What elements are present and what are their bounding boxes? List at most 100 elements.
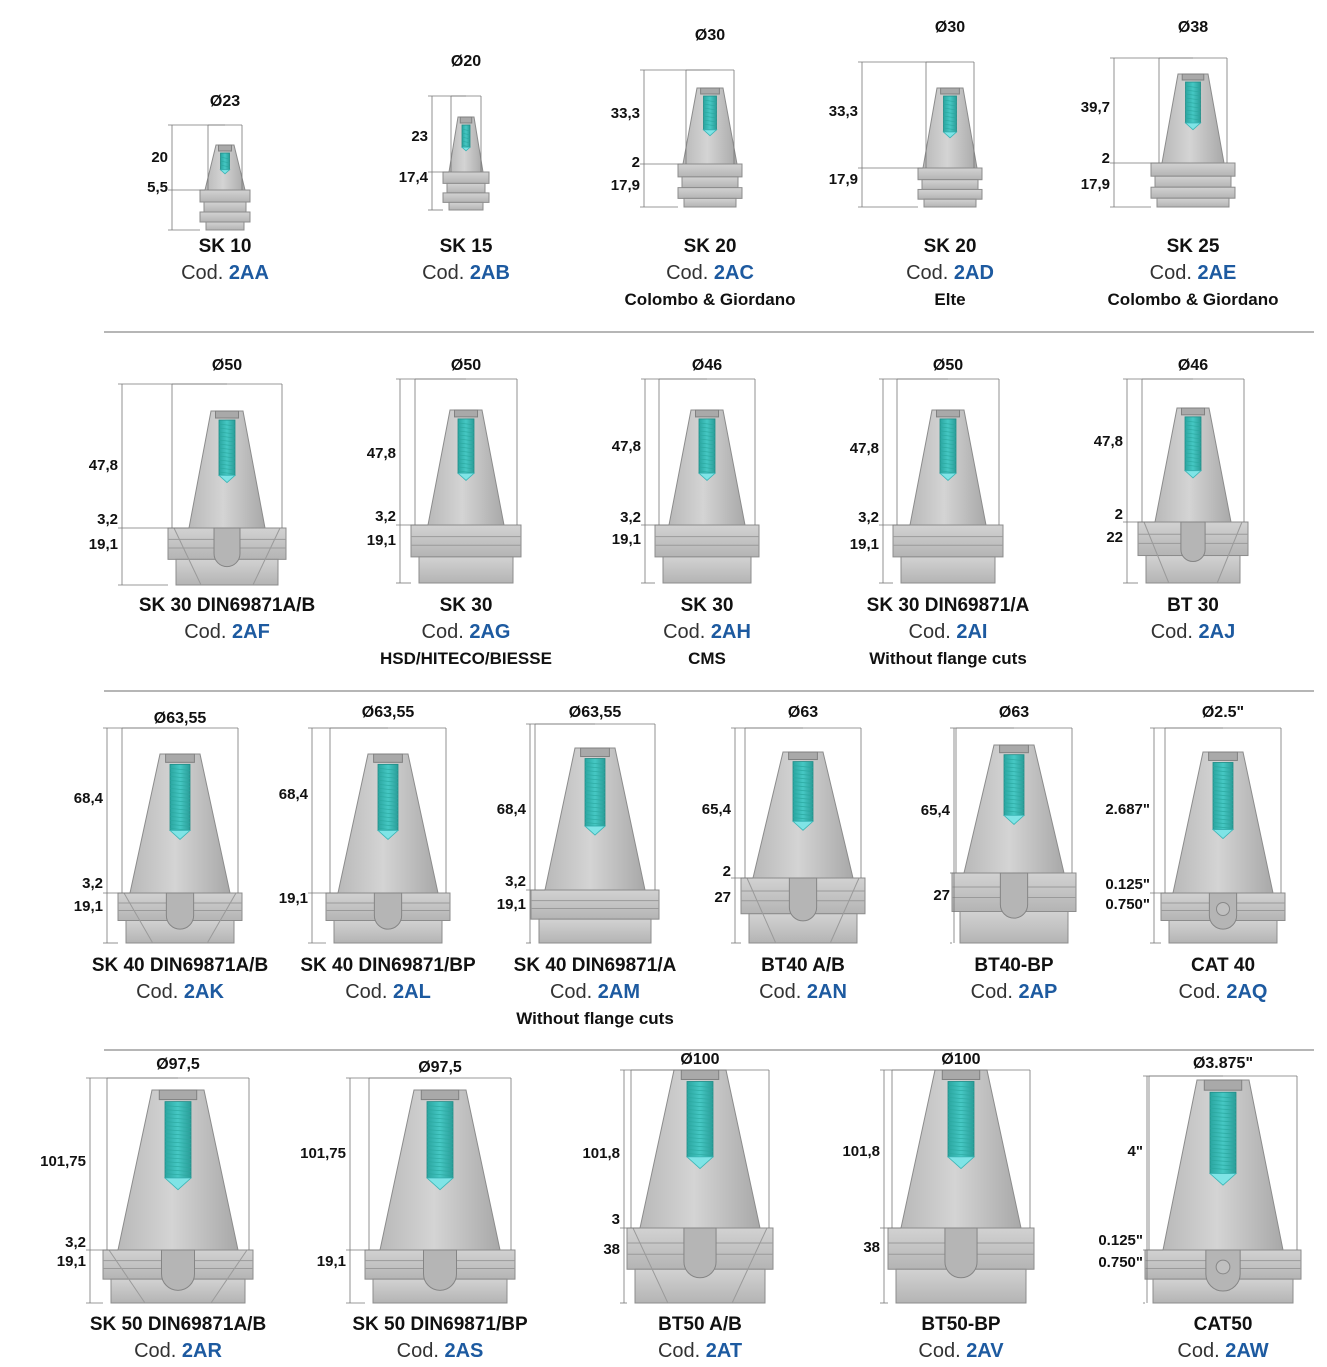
pull-stud-head [999,744,1029,754]
model-name: SK 15 [440,236,493,257]
diameter-label: Ø38 [1178,19,1208,36]
bore-tip [217,474,237,484]
dimension-label: 39,7 [1081,99,1110,116]
dimension-label: 38 [603,1241,620,1258]
dimension-label: 22 [1106,529,1123,546]
pull-stud-head [680,1069,720,1080]
pull-stud-head [214,410,240,419]
bore-tip [376,830,400,840]
drive-slot [944,1227,978,1279]
drive-slot [1180,521,1206,563]
product-code: Cod. 2AC [666,262,754,284]
dimension-label: 19,1 [89,536,118,553]
dimension-label: 17,9 [1081,176,1110,193]
drive-slot [423,1249,457,1291]
pull-stud-head [935,409,961,418]
pull-stud-head [1180,407,1206,416]
product-code: Cod. 2AB [422,262,510,284]
diameter-label: Ø46 [692,357,722,374]
dimension-label: 23 [411,128,428,145]
product-code: Cod. 2AW [1177,1340,1268,1362]
drive-slot [683,1227,717,1279]
dimension-label: 5,5 [147,179,168,196]
product-code: Cod. 2AP [971,981,1058,1003]
bore-tip [456,472,476,481]
pull-stud-head [788,751,818,761]
dimension-label: 3,2 [82,875,103,892]
model-name: SK 20 [924,236,977,257]
flange-collar [410,524,522,558]
dimension-label: 33,3 [829,103,858,120]
diameter-label: Ø23 [210,93,240,110]
dimension-label: 3,2 [858,509,879,526]
bore-tip [460,146,472,152]
dimension-label: 27 [933,887,950,904]
product-code: Cod. 2AR [134,1340,222,1362]
pull-stud-head [580,747,610,758]
variant-note: Without flange cuts [869,649,1027,668]
flange-collar [654,524,760,558]
flange-collar [892,524,1004,558]
dimension-label: 101,8 [582,1145,620,1162]
diameter-label: Ø63,55 [362,704,415,721]
dimension-label: 47,8 [89,457,118,474]
model-name: SK 40 DIN69871/BP [300,955,476,976]
dimension-label: 17,9 [829,171,858,188]
dimension-label: 20 [151,149,168,166]
dimension-label: 3,2 [505,873,526,890]
product-code: Cod. 2AG [422,621,511,643]
diameter-label: Ø63,55 [569,704,622,721]
bore-tip [1002,815,1026,825]
orientation-notch [1216,902,1230,916]
bore-tip [425,1177,455,1191]
diameter-label: Ø30 [695,27,725,44]
model-name: SK 10 [199,236,252,257]
diameter-label: Ø97,5 [156,1056,200,1073]
diameter-label: Ø50 [451,357,481,374]
flange-collar [1150,162,1236,177]
bore-tip [168,830,192,840]
variant-note: Colombo & Giordano [1108,290,1279,309]
pull-stud-head [1181,73,1205,81]
dimension-label: 101,75 [300,1145,346,1162]
variant-note: Without flange cuts [516,1009,674,1028]
product-code: Cod. 2AM [550,981,640,1003]
flange-collar [917,167,983,181]
dimension-label: 3,2 [375,508,396,525]
model-name: SK 50 DIN69871/BP [352,1314,528,1335]
diameter-label: Ø3.875" [1193,1055,1253,1072]
diameter-label: Ø100 [941,1051,980,1068]
pull-stud-head [453,409,479,418]
dimension-label: 3 [612,1211,620,1228]
bore-tip [791,820,815,831]
dimension-label: 4" [1128,1143,1143,1160]
flange-collar [199,189,251,203]
model-name: BT40-BP [974,955,1054,976]
model-name: SK 40 DIN69871A/B [92,955,268,976]
product-code: Cod. 2AQ [1179,981,1268,1003]
dimension-label: 2 [723,863,731,880]
dimension-label: 65,4 [921,802,951,819]
model-name: CAT 40 [1191,955,1255,976]
model-name: SK 50 DIN69871A/B [90,1314,266,1335]
pull-stud-head [373,753,403,763]
dimension-label: 38 [863,1239,880,1256]
model-name: BT50-BP [921,1314,1001,1335]
bore-tip [1211,829,1235,840]
variant-note: Colombo & Giordano [625,290,796,309]
dimension-label: 2.687" [1105,801,1150,818]
product-code: Cod. 2AA [181,262,269,284]
diameter-label: Ø20 [451,53,481,70]
pull-stud-head [694,409,720,418]
dimension-label: 0.125" [1098,1232,1143,1249]
bore-tip [942,131,958,139]
dimension-label: 3,2 [97,511,118,528]
